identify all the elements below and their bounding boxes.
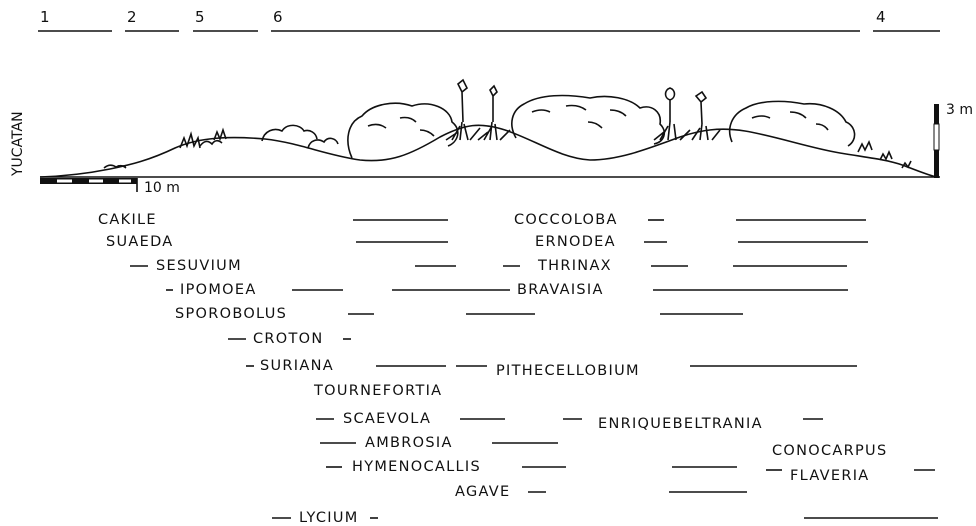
species-label-croton: CROTON [253,331,324,347]
canopy-texture [368,118,434,137]
species-label-bravaisia: BRAVAISIA [517,282,604,298]
shrub-sketch [180,134,200,148]
tree-canopy [348,103,458,158]
species-label-suaeda: SUAEDA [106,234,174,250]
scrub-clump [308,138,338,148]
vegetation-sketches [180,80,911,168]
species-label-sesuvium: SESUVIUM [156,258,242,274]
species-label-cakile: CAKILE [98,212,157,228]
scrub-clump [262,125,317,141]
agave-flower-stalk [696,92,706,124]
tree-canopy [512,96,664,144]
vertical-scale-bar: 3 m [934,102,973,178]
shrub-sketch [200,141,222,146]
zone-label-1: 1 [40,8,50,26]
species-distribution: CAKILE SUAEDA SESUVIUM IPOMOEA SPOROBOLU… [98,212,938,526]
species-label-flaveria: FLAVERIA [790,468,870,484]
species-label-ambrosia: AMBROSIA [365,435,453,451]
species-label-ipomoea: IPOMOEA [180,282,257,298]
horizontal-scale-label: 10 m [144,180,180,196]
species-label-enriquebeltrania: ENRIQUEBELTRANIA [598,416,763,432]
species-label-hymenocallis: HYMENOCALLIS [352,459,481,475]
species-label-agave: AGAVE [455,484,510,500]
species-label-pithecellobium: PITHECELLOBIUM [496,363,640,379]
agave-flower-stalk [458,80,467,122]
horizontal-scale-bar: 10 m [40,178,180,196]
vertical-scale-label: 3 m [946,102,973,118]
zone-label-4: 4 [876,8,886,26]
agave-flower-stalk [666,88,675,122]
zone-label-5: 5 [195,8,205,26]
zone-bars: 1 2 5 6 4 [38,8,940,31]
zone-label-2: 2 [127,8,137,26]
species-label-lycium: LYCIUM [299,510,359,526]
species-label-sporobolus: SPOROBOLUS [175,306,287,322]
region-label: YUCATAN [10,111,26,177]
species-label-coccoloba: COCCOLOBA [514,212,618,228]
zone-label-6: 6 [273,8,283,26]
agave-flower-stalk [490,86,497,122]
species-label-conocarpus: CONOCARPUS [772,443,887,459]
species-label-tournefortia: TOURNEFORTIA [313,383,442,399]
species-label-ernodea: ERNODEA [535,234,616,250]
canopy-texture [752,112,828,130]
species-label-suriana: SURIANA [260,358,334,374]
canopy-texture [532,106,626,129]
species-label-scaevola: SCAEVOLA [343,411,431,427]
agave-rosette [654,122,690,140]
tree-canopy [730,101,855,146]
shore-scrub [858,142,911,168]
species-label-thrinax: THRINAX [537,258,612,274]
